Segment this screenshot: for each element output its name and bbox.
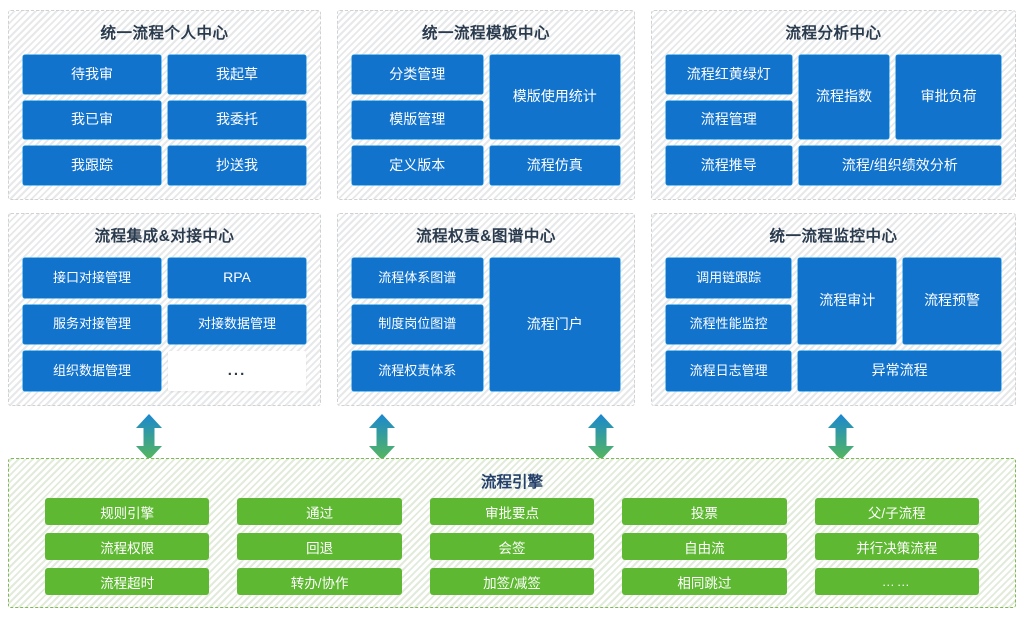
tile-process-system-map[interactable]: 流程体系图谱	[352, 258, 483, 298]
tile-version-definition[interactable]: 定义版本	[352, 146, 483, 185]
panel-title: 流程分析中心	[785, 25, 882, 42]
tile-integration-data-management[interactable]: 对接数据管理	[168, 304, 306, 345]
gtile-rollback[interactable]: 回退	[237, 533, 402, 560]
panel-process-engine: 流程引擎 规则引擎 通过 审批要点 投票 父/子流程 流程权限 回退 会签 自由…	[8, 458, 1016, 608]
panel-personal-center: 统一流程个人中心 待我审 我起草 我已审 我委托 我跟踪 抄送我	[8, 10, 321, 200]
panel-monitoring-center: 统一流程监控中心 调用链跟踪 流程审计 流程预警 流程性能监控 流程日志管理 异…	[651, 213, 1016, 406]
tile-more-placeholder[interactable]: ...	[168, 351, 306, 391]
tile-policy-position-map[interactable]: 制度岗位图谱	[352, 304, 483, 345]
tile-my-approved[interactable]: 我已审	[23, 100, 161, 140]
tile-approval-load[interactable]: 审批负荷	[896, 55, 1001, 140]
gtile-add-remove-signer[interactable]: 加签/减签	[429, 568, 595, 595]
tile-process-responsibility-system[interactable]: 流程权责体系	[352, 351, 483, 391]
tile-template-usage-stats[interactable]: 模版使用统计	[489, 55, 620, 140]
double-arrow-vertical-icon	[136, 414, 162, 460]
gtile-transfer-collaborate[interactable]: 转办/协作	[237, 568, 402, 595]
tile-abnormal-process[interactable]: 异常流程	[798, 351, 1001, 391]
panel-integration-center: 流程集成&对接中心 接口对接管理 RPA 服务对接管理 对接数据管理 组织数据管…	[8, 213, 321, 406]
gtile-free-flow[interactable]: 自由流	[622, 533, 787, 560]
gtile-rule-engine[interactable]: 规则引擎	[45, 498, 210, 525]
tile-api-integration-management[interactable]: 接口对接管理	[23, 258, 161, 298]
engine-tile-grid: 规则引擎 通过 审批要点 投票 父/子流程 流程权限 回退 会签 自由流 并行决…	[45, 498, 979, 595]
tile-process-alert[interactable]: 流程预警	[903, 258, 1001, 345]
tile-pending-my-approval[interactable]: 待我审	[23, 55, 161, 94]
tile-rpa[interactable]: RPA	[168, 258, 306, 298]
engine-title: 流程引擎	[480, 474, 543, 491]
tile-process-simulation[interactable]: 流程仿真	[489, 146, 620, 185]
tile-process-performance-monitoring[interactable]: 流程性能监控	[666, 304, 792, 345]
panel-template-center: 统一流程模板中心 分类管理 模版使用统计 模版管理 定义版本 流程仿真	[337, 10, 635, 200]
panel-title: 统一流程个人中心	[100, 25, 229, 42]
tile-service-integration-management[interactable]: 服务对接管理	[23, 304, 161, 345]
double-arrow-vertical-icon	[588, 414, 614, 460]
panel-title: 流程集成&对接中心	[94, 228, 235, 245]
panel-tile-grid: 流程红黄绿灯 流程指数 审批负荷 流程管理 流程推导 流程/组织绩效分析	[666, 55, 1001, 185]
gtile-skip-same-approver[interactable]: 相同跳过	[622, 568, 787, 595]
gtile-approve[interactable]: 通过	[237, 498, 402, 525]
tile-my-drafts[interactable]: 我起草	[168, 55, 306, 94]
tile-category-management[interactable]: 分类管理	[352, 55, 483, 94]
panel-tile-grid: 调用链跟踪 流程审计 流程预警 流程性能监控 流程日志管理 异常流程	[666, 258, 1001, 391]
tile-process-portal[interactable]: 流程门户	[489, 258, 620, 391]
gtile-parent-child-process[interactable]: 父/子流程	[814, 498, 979, 525]
gtile-vote[interactable]: 投票	[622, 498, 787, 525]
panel-tile-grid: 分类管理 模版使用统计 模版管理 定义版本 流程仿真	[352, 55, 620, 185]
tile-process-audit[interactable]: 流程审计	[798, 258, 897, 345]
panel-title: 流程权责&图谱中心	[416, 228, 556, 245]
tile-process-traffic-light[interactable]: 流程红黄绿灯	[666, 55, 792, 94]
tile-process-log-management[interactable]: 流程日志管理	[666, 351, 792, 391]
tile-my-tracking[interactable]: 我跟踪	[23, 146, 161, 185]
double-arrow-vertical-icon	[828, 414, 854, 460]
gtile-countersign[interactable]: 会签	[429, 533, 595, 560]
panel-analysis-center: 流程分析中心 流程红黄绿灯 流程指数 审批负荷 流程管理 流程推导 流程/组织绩…	[651, 10, 1016, 200]
tile-my-delegations[interactable]: 我委托	[168, 100, 306, 140]
tile-template-management[interactable]: 模版管理	[352, 100, 483, 140]
tile-process-derivation[interactable]: 流程推导	[666, 146, 792, 185]
panel-responsibility-map-center: 流程权责&图谱中心 流程体系图谱 流程门户 制度岗位图谱 流程权责体系	[337, 213, 635, 406]
double-arrow-vertical-icon	[369, 414, 395, 460]
tile-cc-to-me[interactable]: 抄送我	[168, 146, 306, 185]
tile-process-management[interactable]: 流程管理	[666, 100, 792, 140]
gtile-process-permission[interactable]: 流程权限	[45, 533, 210, 560]
gtile-parallel-decision-process[interactable]: 并行决策流程	[814, 533, 979, 560]
gtile-process-timeout[interactable]: 流程超时	[45, 568, 210, 595]
panel-tile-grid: 流程体系图谱 流程门户 制度岗位图谱 流程权责体系	[352, 258, 620, 391]
panel-tile-grid: 接口对接管理 RPA 服务对接管理 对接数据管理 组织数据管理 ...	[23, 258, 306, 391]
panel-title: 统一流程模板中心	[421, 25, 550, 42]
gtile-approval-key-point[interactable]: 审批要点	[429, 498, 595, 525]
gtile-more-placeholder[interactable]: ……	[814, 568, 979, 595]
panel-tile-grid: 待我审 我起草 我已审 我委托 我跟踪 抄送我	[23, 55, 306, 185]
tile-call-chain-tracing[interactable]: 调用链跟踪	[666, 258, 792, 298]
tile-org-data-management[interactable]: 组织数据管理	[23, 351, 161, 391]
panel-title: 统一流程监控中心	[769, 228, 898, 245]
tile-process-index[interactable]: 流程指数	[798, 55, 890, 140]
tile-process-org-performance-analysis[interactable]: 流程/组织绩效分析	[798, 146, 1001, 185]
